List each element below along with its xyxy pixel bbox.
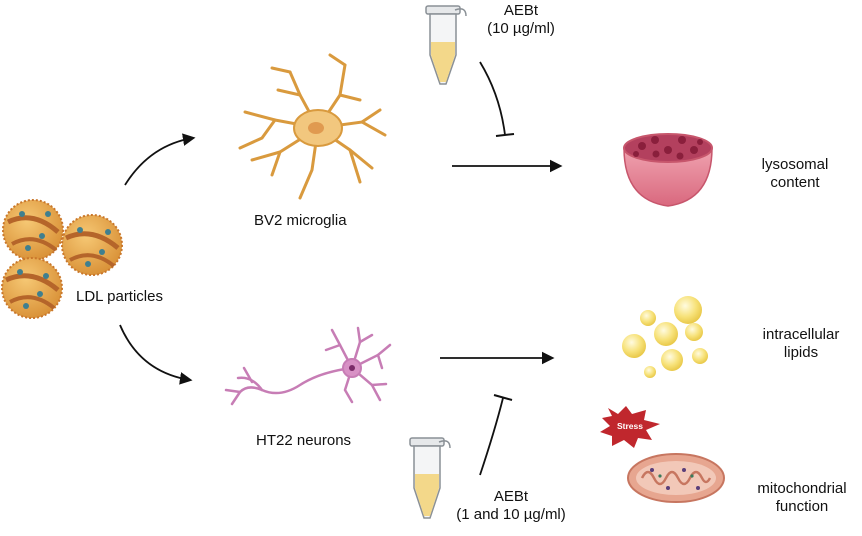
neuron-cell-icon <box>224 326 392 406</box>
lysosomal-line2: content <box>770 174 820 191</box>
ldl-particle-icon <box>2 199 64 261</box>
ldl-particles-label: LDL particles <box>76 288 163 305</box>
mitochondrion-icon <box>627 453 725 503</box>
aebt-bottom-line1: AEBt <box>493 488 529 505</box>
aebt-bottom-line2: (1 and 10 µg/ml) <box>456 506 566 523</box>
lipids-line1: intracellular <box>762 326 840 343</box>
test-tube-icon <box>409 437 451 519</box>
mitochondrial-function-label: mitochondrial function <box>752 480 852 516</box>
ldl-particle-icon <box>1 257 63 319</box>
test-tube-icon <box>425 5 467 85</box>
aebt-top-line1: AEBt <box>503 2 539 19</box>
lipids-line2: lipids <box>783 344 819 361</box>
stress-badge-label: Stress <box>617 421 643 431</box>
inhibition-line-top <box>479 61 506 136</box>
neuron-nucleus <box>349 365 355 371</box>
intracellular-lipids-label: intracellular lipids <box>756 326 846 362</box>
aebt-top-line2: (10 µg/ml) <box>487 20 555 37</box>
aebt-bottom-label: AEBt (1 and 10 µg/ml) <box>446 488 576 524</box>
lipid-droplet-icon <box>622 296 708 378</box>
aebt-top-label: AEBt (10 µg/ml) <box>480 2 562 38</box>
inhibition-line-bottom <box>479 397 504 476</box>
lysosomal-line1: lysosomal <box>761 156 829 173</box>
lysosomal-content-label: lysosomal content <box>750 156 840 192</box>
arrow-ldl-to-microglia <box>124 133 196 186</box>
ht22-neurons-label: HT22 neurons <box>256 432 352 449</box>
microglia-nucleus <box>308 122 324 134</box>
mito-line2: function <box>775 498 829 515</box>
mito-line1: mitochondrial <box>757 480 847 497</box>
inhibition-bar-bottom <box>493 394 513 401</box>
stress-badge-icon: Stress <box>600 406 660 448</box>
lysosome-bowl-icon <box>623 133 713 207</box>
bv2-microglia-label: BV2 microglia <box>254 212 347 229</box>
arrow-ldl-to-neurons <box>119 324 193 385</box>
inhibition-bar-top <box>495 133 515 137</box>
ldl-particle-icon <box>61 214 123 276</box>
